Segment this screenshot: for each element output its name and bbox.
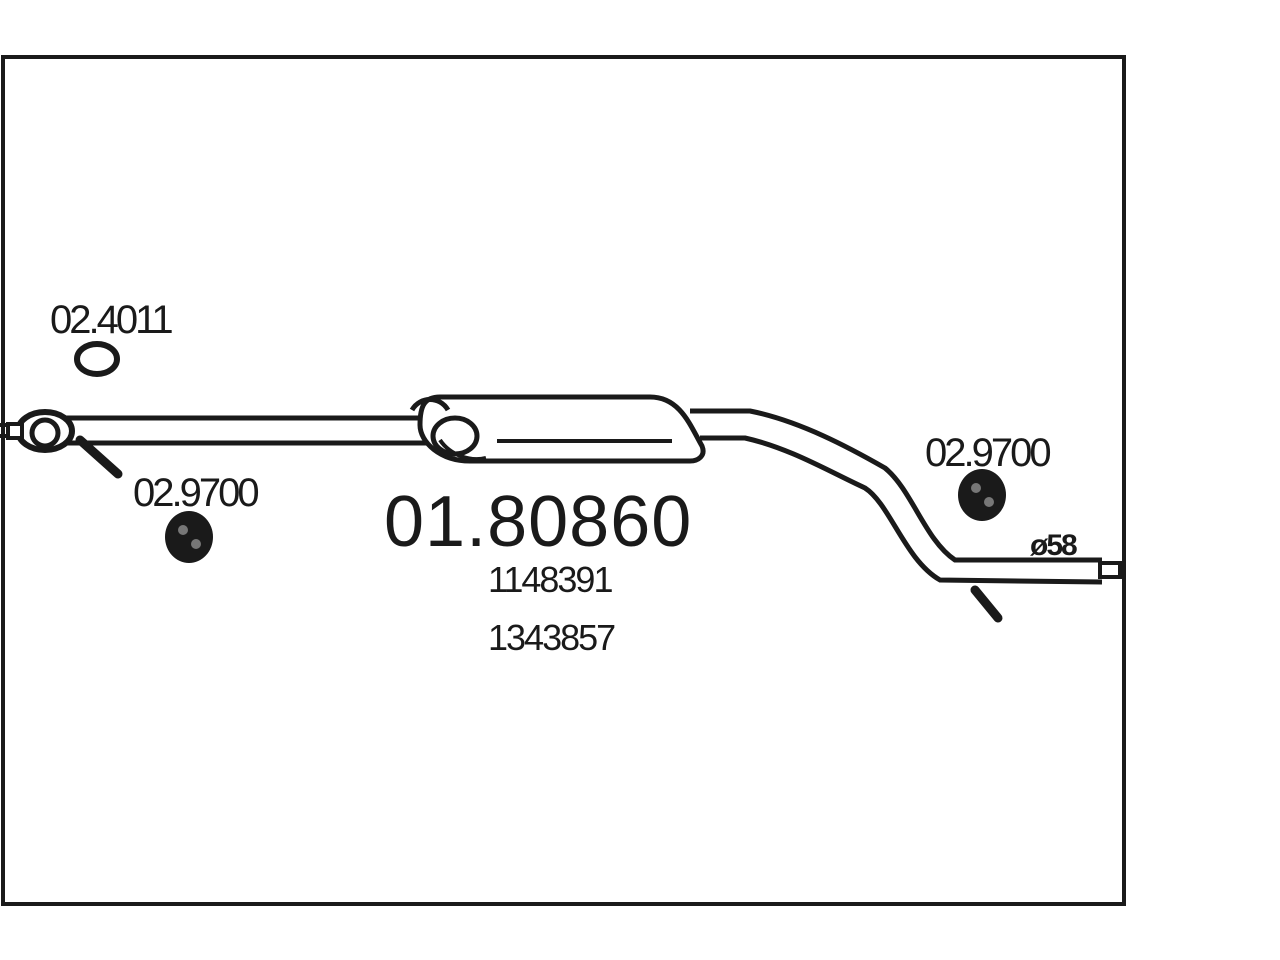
oe-number-1: 1148391: [488, 559, 612, 600]
front-hanger-bracket: [75, 435, 123, 479]
gasket-part-number: 02.4011: [50, 298, 172, 342]
main-part-number: 01.80860: [384, 482, 692, 562]
gasket-ring-icon: [74, 341, 120, 377]
middle-silencer: [409, 394, 706, 464]
hanger-left-part-number: 02.9700: [133, 471, 258, 515]
rear-hanger-bracket: [970, 585, 1003, 623]
hanger-right-part-number: 02.9700: [925, 431, 1050, 475]
pipe-diameter-label: ø58: [1030, 529, 1077, 562]
rubber-hanger-left-icon: [165, 511, 213, 563]
front-flange: [6, 409, 75, 453]
oe-number-2: 1343857: [488, 617, 615, 658]
diagram-frame: [1, 55, 1126, 906]
rubber-hanger-right-icon: [958, 469, 1006, 521]
rear-pipe: [690, 408, 1122, 585]
